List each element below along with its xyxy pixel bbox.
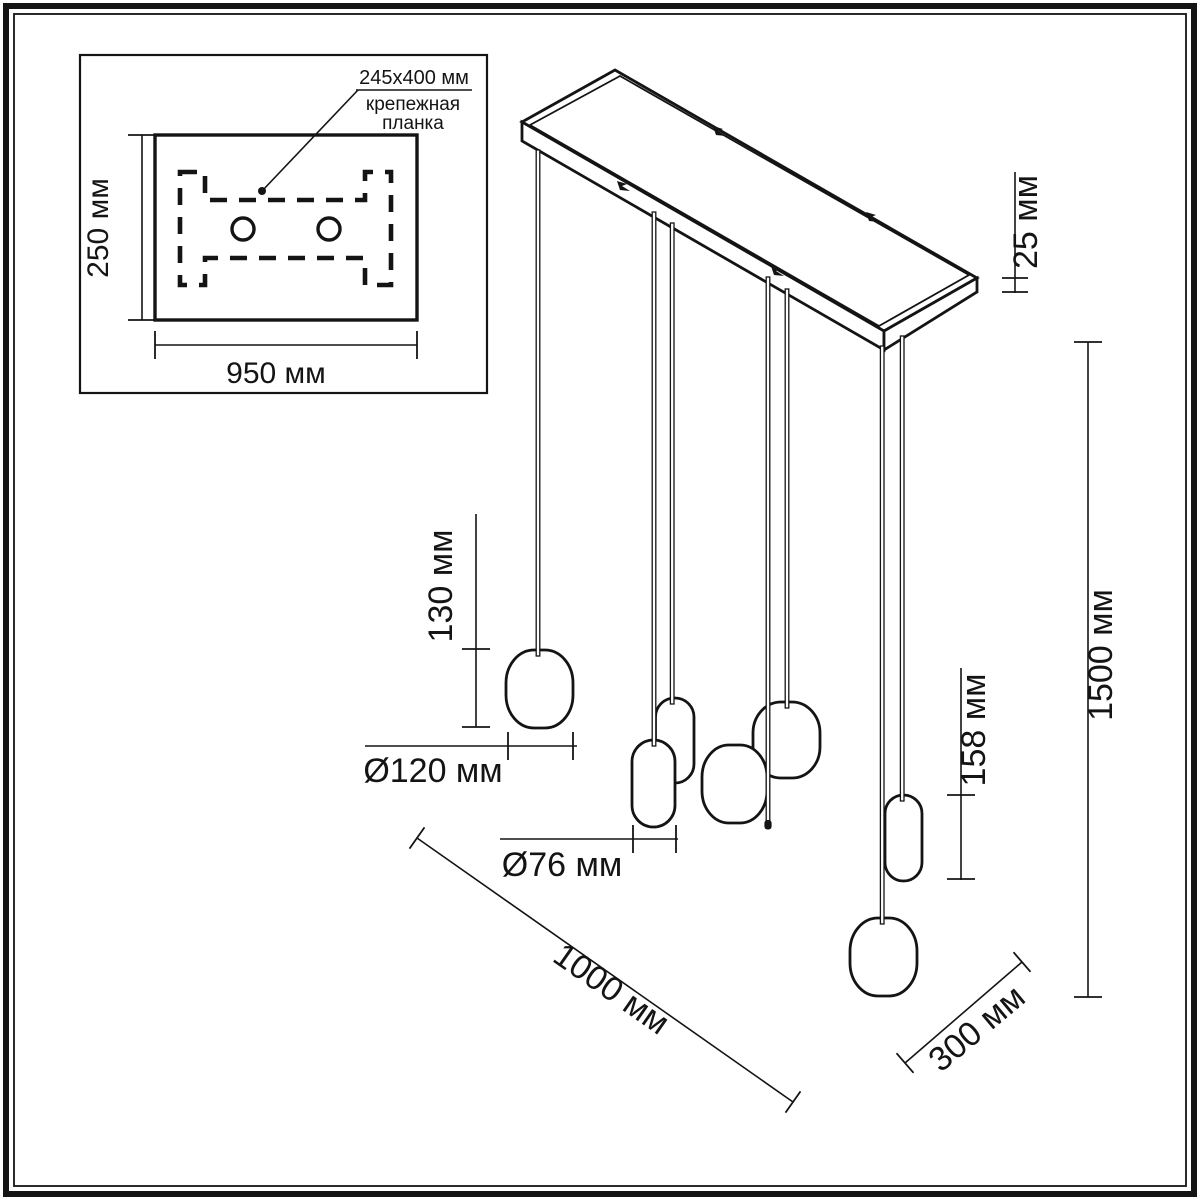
cord-hook-back-left: [713, 126, 726, 136]
cord-center-long: [765, 276, 771, 823]
mounting-inset: 245x400 мм крепежная планка 250 мм 950 м…: [78, 53, 489, 395]
dim-950-text: 950 мм: [226, 357, 326, 390]
cord-round-bottom: [879, 345, 885, 925]
dim-130-text: 130 мм: [422, 530, 460, 643]
dimension-25: 25 мм: [1002, 172, 1045, 293]
pendant-capsule-front-left: [630, 738, 677, 829]
frame-inner: [13, 13, 1187, 1187]
dim-300-text: 300 мм: [921, 978, 1032, 1080]
leader-line: [261, 89, 359, 192]
plate-size-label: 245x400 мм: [359, 67, 469, 89]
plate-name-line2: планка: [382, 113, 444, 134]
cord-round-left: [535, 149, 541, 657]
dim-1000-line: [416, 837, 794, 1103]
dimension-1500: 1500 мм: [1074, 341, 1120, 998]
dim-1500-text: 1500 мм: [1082, 589, 1120, 721]
cord-capsule-back-left: [669, 222, 675, 705]
canopy-top-face: [519, 68, 980, 333]
dim-25-text: 25 мм: [1007, 175, 1045, 269]
dim-1000-tick-right: [784, 1090, 802, 1114]
mounting-hole-right: [316, 216, 342, 242]
dimension-950: 950 мм: [154, 331, 418, 390]
dim-76-text: Ø76 мм: [502, 846, 622, 884]
pendant-round-left: [504, 648, 575, 730]
dim-250-text: 250 мм: [82, 178, 115, 278]
dim-300-tick-right: [1012, 951, 1032, 973]
pendant-round-bottom: [848, 916, 919, 998]
dimension-120: Ø120 мм: [363, 732, 577, 790]
dim-300-tick-left: [895, 1052, 915, 1074]
dimension-76: Ø76 мм: [500, 825, 678, 884]
dimension-130: 130 мм: [422, 514, 490, 728]
plate-name-line1: крепежная: [366, 94, 460, 115]
cord-round-middle-back: [784, 288, 790, 709]
dim-158-text: 158 мм: [955, 674, 993, 787]
dimension-250: 250 мм: [82, 134, 156, 321]
cord-hook-front-left: [617, 181, 630, 191]
cord-end-cap: [764, 820, 772, 830]
dimension-158: 158 мм: [947, 668, 993, 880]
cord-hook-front-right: [771, 266, 784, 276]
dim-1000-text: 1000 мм: [546, 936, 676, 1043]
canopy-top-view-rect: [153, 133, 419, 322]
cord-capsule-front-left: [651, 211, 657, 747]
cord-hook-back-right: [866, 212, 879, 222]
pendant-lamp-drawing: 25 мм 130 мм Ø120 мм Ø76 мм: [363, 68, 1120, 1114]
frame-outer: [3, 3, 1197, 1197]
cord-capsule-right: [899, 335, 905, 802]
dim-300-line: [904, 961, 1023, 1064]
pendant-round-middle-front: [700, 743, 769, 825]
mounting-hole-left: [230, 216, 256, 242]
dim-1000-tick-left: [408, 826, 426, 850]
dim-120-text: Ø120 мм: [363, 752, 502, 790]
pendant-capsule-right: [883, 793, 924, 883]
canopy-right-face: [882, 275, 979, 353]
canopy-inner-rim: [528, 74, 971, 328]
mounting-plate-dashed-outline: [177, 169, 394, 288]
